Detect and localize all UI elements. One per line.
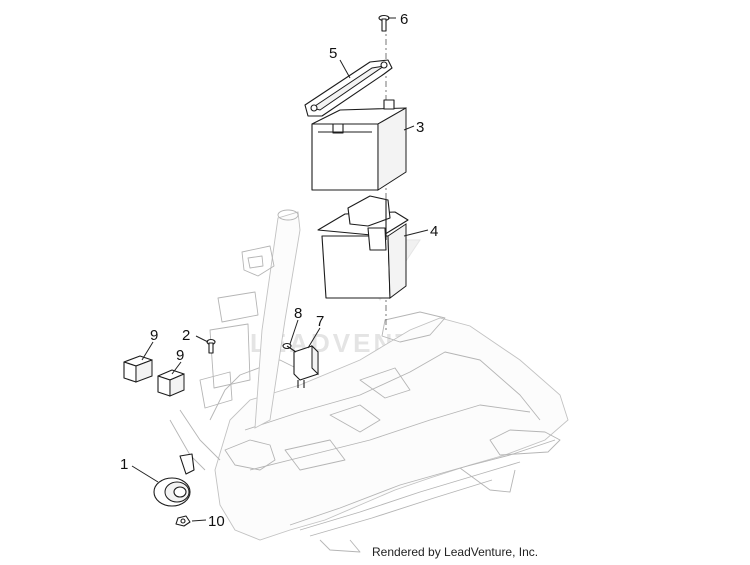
nut-part-10	[175, 515, 191, 527]
leader-lines	[131, 17, 429, 522]
screw-part-8	[282, 342, 297, 353]
callout-1: 1	[120, 456, 128, 473]
horn-part-1	[153, 453, 195, 507]
relay-part-9-upper	[123, 355, 153, 383]
steering-column-ghost	[199, 209, 301, 429]
battery-part-3	[311, 99, 407, 191]
callout-10: 10	[208, 513, 225, 530]
callout-6: 6	[400, 11, 408, 28]
frame-ghost	[169, 311, 569, 553]
callout-5: 5	[329, 45, 337, 62]
callout-9-upper: 9	[150, 327, 158, 344]
callout-8: 8	[294, 305, 302, 322]
callout-labels: 6 5 3 4 7 8 2 9 9 1 10	[120, 11, 438, 530]
callout-7: 7	[316, 313, 324, 330]
relay-part-7	[293, 344, 319, 388]
battery-strap-part-5	[304, 59, 393, 117]
battery-box-part-4	[317, 195, 409, 299]
callout-3: 3	[416, 119, 424, 136]
callout-4: 4	[430, 223, 438, 240]
screw-part-6	[378, 14, 390, 32]
callout-2: 2	[182, 327, 190, 344]
render-credit: Rendered by LeadVenture, Inc.	[372, 545, 539, 559]
callout-9-lower: 9	[176, 347, 184, 364]
screw-part-2	[206, 338, 216, 354]
relay-part-9-lower	[157, 369, 185, 397]
